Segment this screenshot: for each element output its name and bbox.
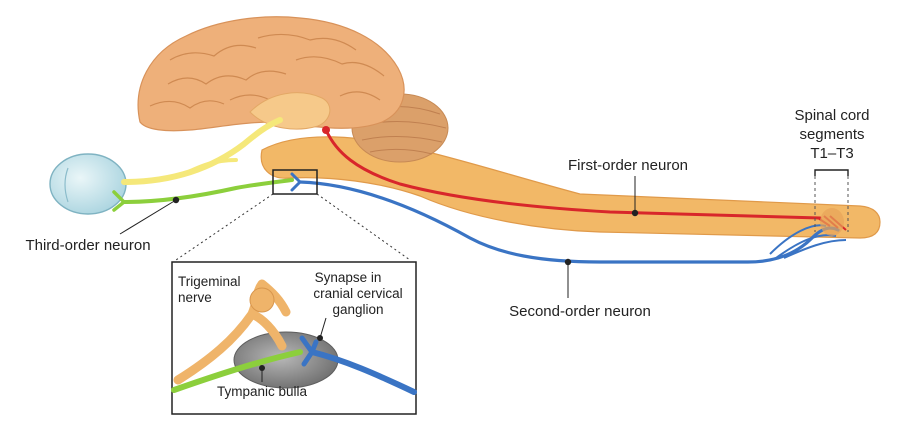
label-third-order-neuron: Third-order neuron xyxy=(25,237,150,254)
third-order-leader xyxy=(119,199,177,235)
label-spinal-cord-2: segments xyxy=(799,126,864,143)
inset-trigeminal-ganglion xyxy=(249,287,275,313)
inset-connector-lines xyxy=(175,193,411,261)
eye-cornea-line xyxy=(64,167,69,203)
label-first-order-neuron: First-order neuron xyxy=(568,157,688,174)
spinal-segment-bracket xyxy=(814,169,849,176)
second-order-neuron-terminal xyxy=(290,172,302,192)
brain xyxy=(137,16,405,132)
label-synapse-1: Synapse in xyxy=(315,270,382,285)
inset-trigeminal-nerve xyxy=(173,279,291,385)
label-synapse-3: ganglion xyxy=(332,302,383,317)
third-order-neuron-path xyxy=(122,178,294,204)
third-order-neuron-terminal xyxy=(112,190,126,212)
spinal-segment-section xyxy=(820,208,844,236)
label-tympanic-bulla: Tympanic bulla xyxy=(217,384,308,399)
spinal-cord xyxy=(260,136,881,239)
label-spinal-cord-1: Spinal cord xyxy=(794,107,869,124)
label-second-order-neuron: Second-order neuron xyxy=(509,303,651,320)
cerebellum-folia xyxy=(357,105,447,155)
inset-third-order-neuron xyxy=(171,349,303,393)
inset-source-box xyxy=(272,169,318,195)
label-trigeminal-1: Trigeminal xyxy=(178,274,241,289)
optic-nerve-branch xyxy=(178,158,238,178)
optic-nerve xyxy=(121,117,283,185)
inset-synapse-leader xyxy=(319,317,327,339)
brainstem-deep xyxy=(249,92,331,130)
inset-synapse xyxy=(299,335,319,367)
label-synapse-2: cranial cervical xyxy=(313,286,402,301)
tympanic-bulla xyxy=(233,331,339,389)
label-trigeminal-2: nerve xyxy=(178,290,212,305)
first-order-neuron-origin xyxy=(322,126,330,134)
first-order-neuron-path xyxy=(324,128,822,220)
inset-second-order-neuron xyxy=(309,349,417,395)
brain-gyri xyxy=(149,33,385,109)
label-spinal-cord-3: T1–T3 xyxy=(810,145,853,162)
eye xyxy=(49,153,127,215)
